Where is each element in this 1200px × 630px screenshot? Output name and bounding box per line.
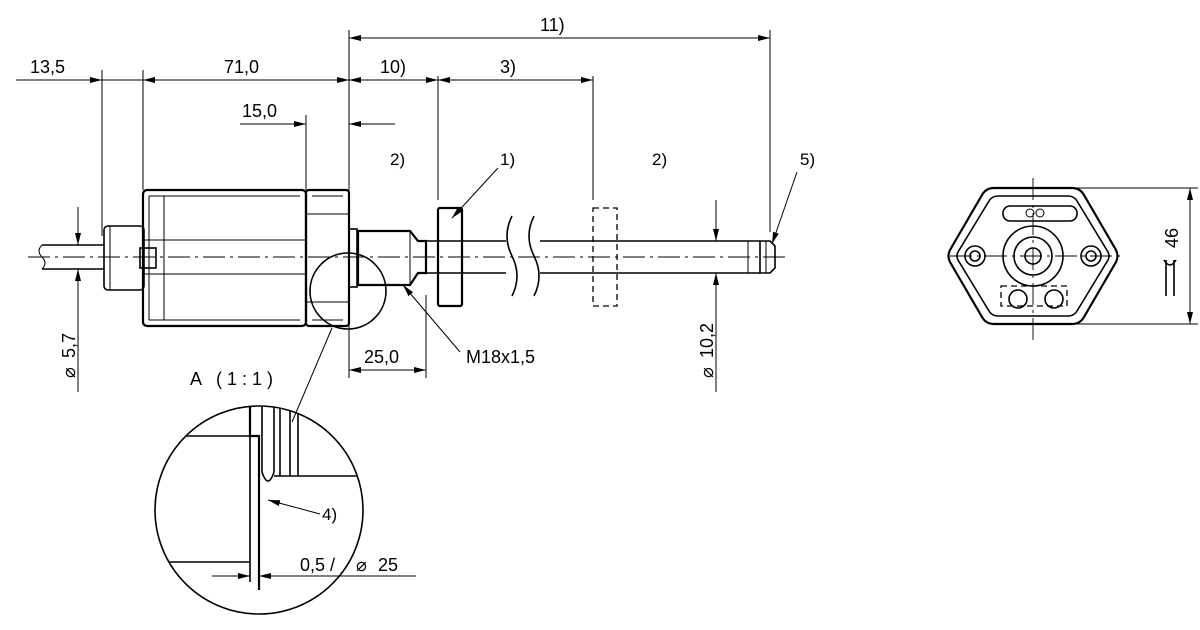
dim-recess: 0,5 / bbox=[300, 555, 335, 575]
center-hole bbox=[1024, 247, 1042, 265]
dim-15-0: 15,0 bbox=[242, 101, 277, 121]
dim-13-5: 13,5 bbox=[30, 57, 65, 77]
note-4: 4) bbox=[322, 505, 337, 524]
connector-pin-right bbox=[1044, 289, 1064, 309]
note-1: 1) bbox=[500, 150, 515, 169]
note-2-left: 2) bbox=[390, 150, 405, 169]
detail-a: A ( 1 : 1 ) 0,5 / ⌀ 25 4) bbox=[154, 369, 416, 615]
detail-a-title: A ( 1 : 1 ) bbox=[190, 369, 273, 389]
diameter-symbol: ⌀ bbox=[356, 555, 367, 575]
hex-housing-outline bbox=[947, 186, 1119, 326]
seal-ring bbox=[348, 228, 358, 288]
dim-10-2: 10,2 bbox=[697, 323, 717, 358]
dimension-texts: 13,5 71,0 15,0 10) 3) 11) 25,0 M18x1,5 ⌀… bbox=[30, 15, 815, 378]
mounting-hole-right bbox=[1080, 245, 1102, 267]
detail-a-marker bbox=[309, 252, 387, 330]
dim-71-0: 71,0 bbox=[224, 57, 259, 77]
cable-diameter-label: ⌀ 5,7 bbox=[59, 333, 79, 378]
diameter-symbol: ⌀ bbox=[59, 367, 79, 378]
rod-diameter-label: ⌀ 10,2 bbox=[697, 323, 717, 378]
diameter-symbol: ⌀ bbox=[697, 367, 717, 378]
position-magnet bbox=[436, 206, 464, 308]
sensor-housing bbox=[141, 188, 308, 328]
dim-note-11: 11) bbox=[540, 15, 565, 35]
magnet-end-position bbox=[592, 207, 618, 307]
cable-gland bbox=[103, 225, 157, 291]
dim-25-0: 25,0 bbox=[364, 347, 399, 367]
end-view: 46 bbox=[947, 178, 1198, 340]
note-2-right: 2) bbox=[652, 150, 667, 169]
dimension-lines bbox=[16, 30, 798, 423]
dim-recess-diameter: 25 bbox=[378, 555, 398, 575]
mounting-hole-left bbox=[964, 245, 986, 267]
dim-46: 46 bbox=[1162, 228, 1182, 248]
side-view bbox=[28, 188, 790, 330]
dim-note-3: 3) bbox=[500, 57, 516, 77]
dim-5-7: 5,7 bbox=[59, 333, 79, 358]
top-slot bbox=[1002, 205, 1078, 222]
connector-pin-left bbox=[1008, 289, 1028, 309]
wrench-size-label: 46 bbox=[1162, 228, 1182, 296]
thread-label: M18x1,5 bbox=[466, 347, 535, 367]
wrench-icon bbox=[1163, 259, 1177, 296]
note-5: 5) bbox=[800, 150, 815, 169]
measuring-rod bbox=[426, 215, 776, 297]
center-boss-inner bbox=[1013, 236, 1053, 276]
dim-note-10: 10) bbox=[380, 57, 406, 77]
detail-circle bbox=[154, 405, 364, 615]
